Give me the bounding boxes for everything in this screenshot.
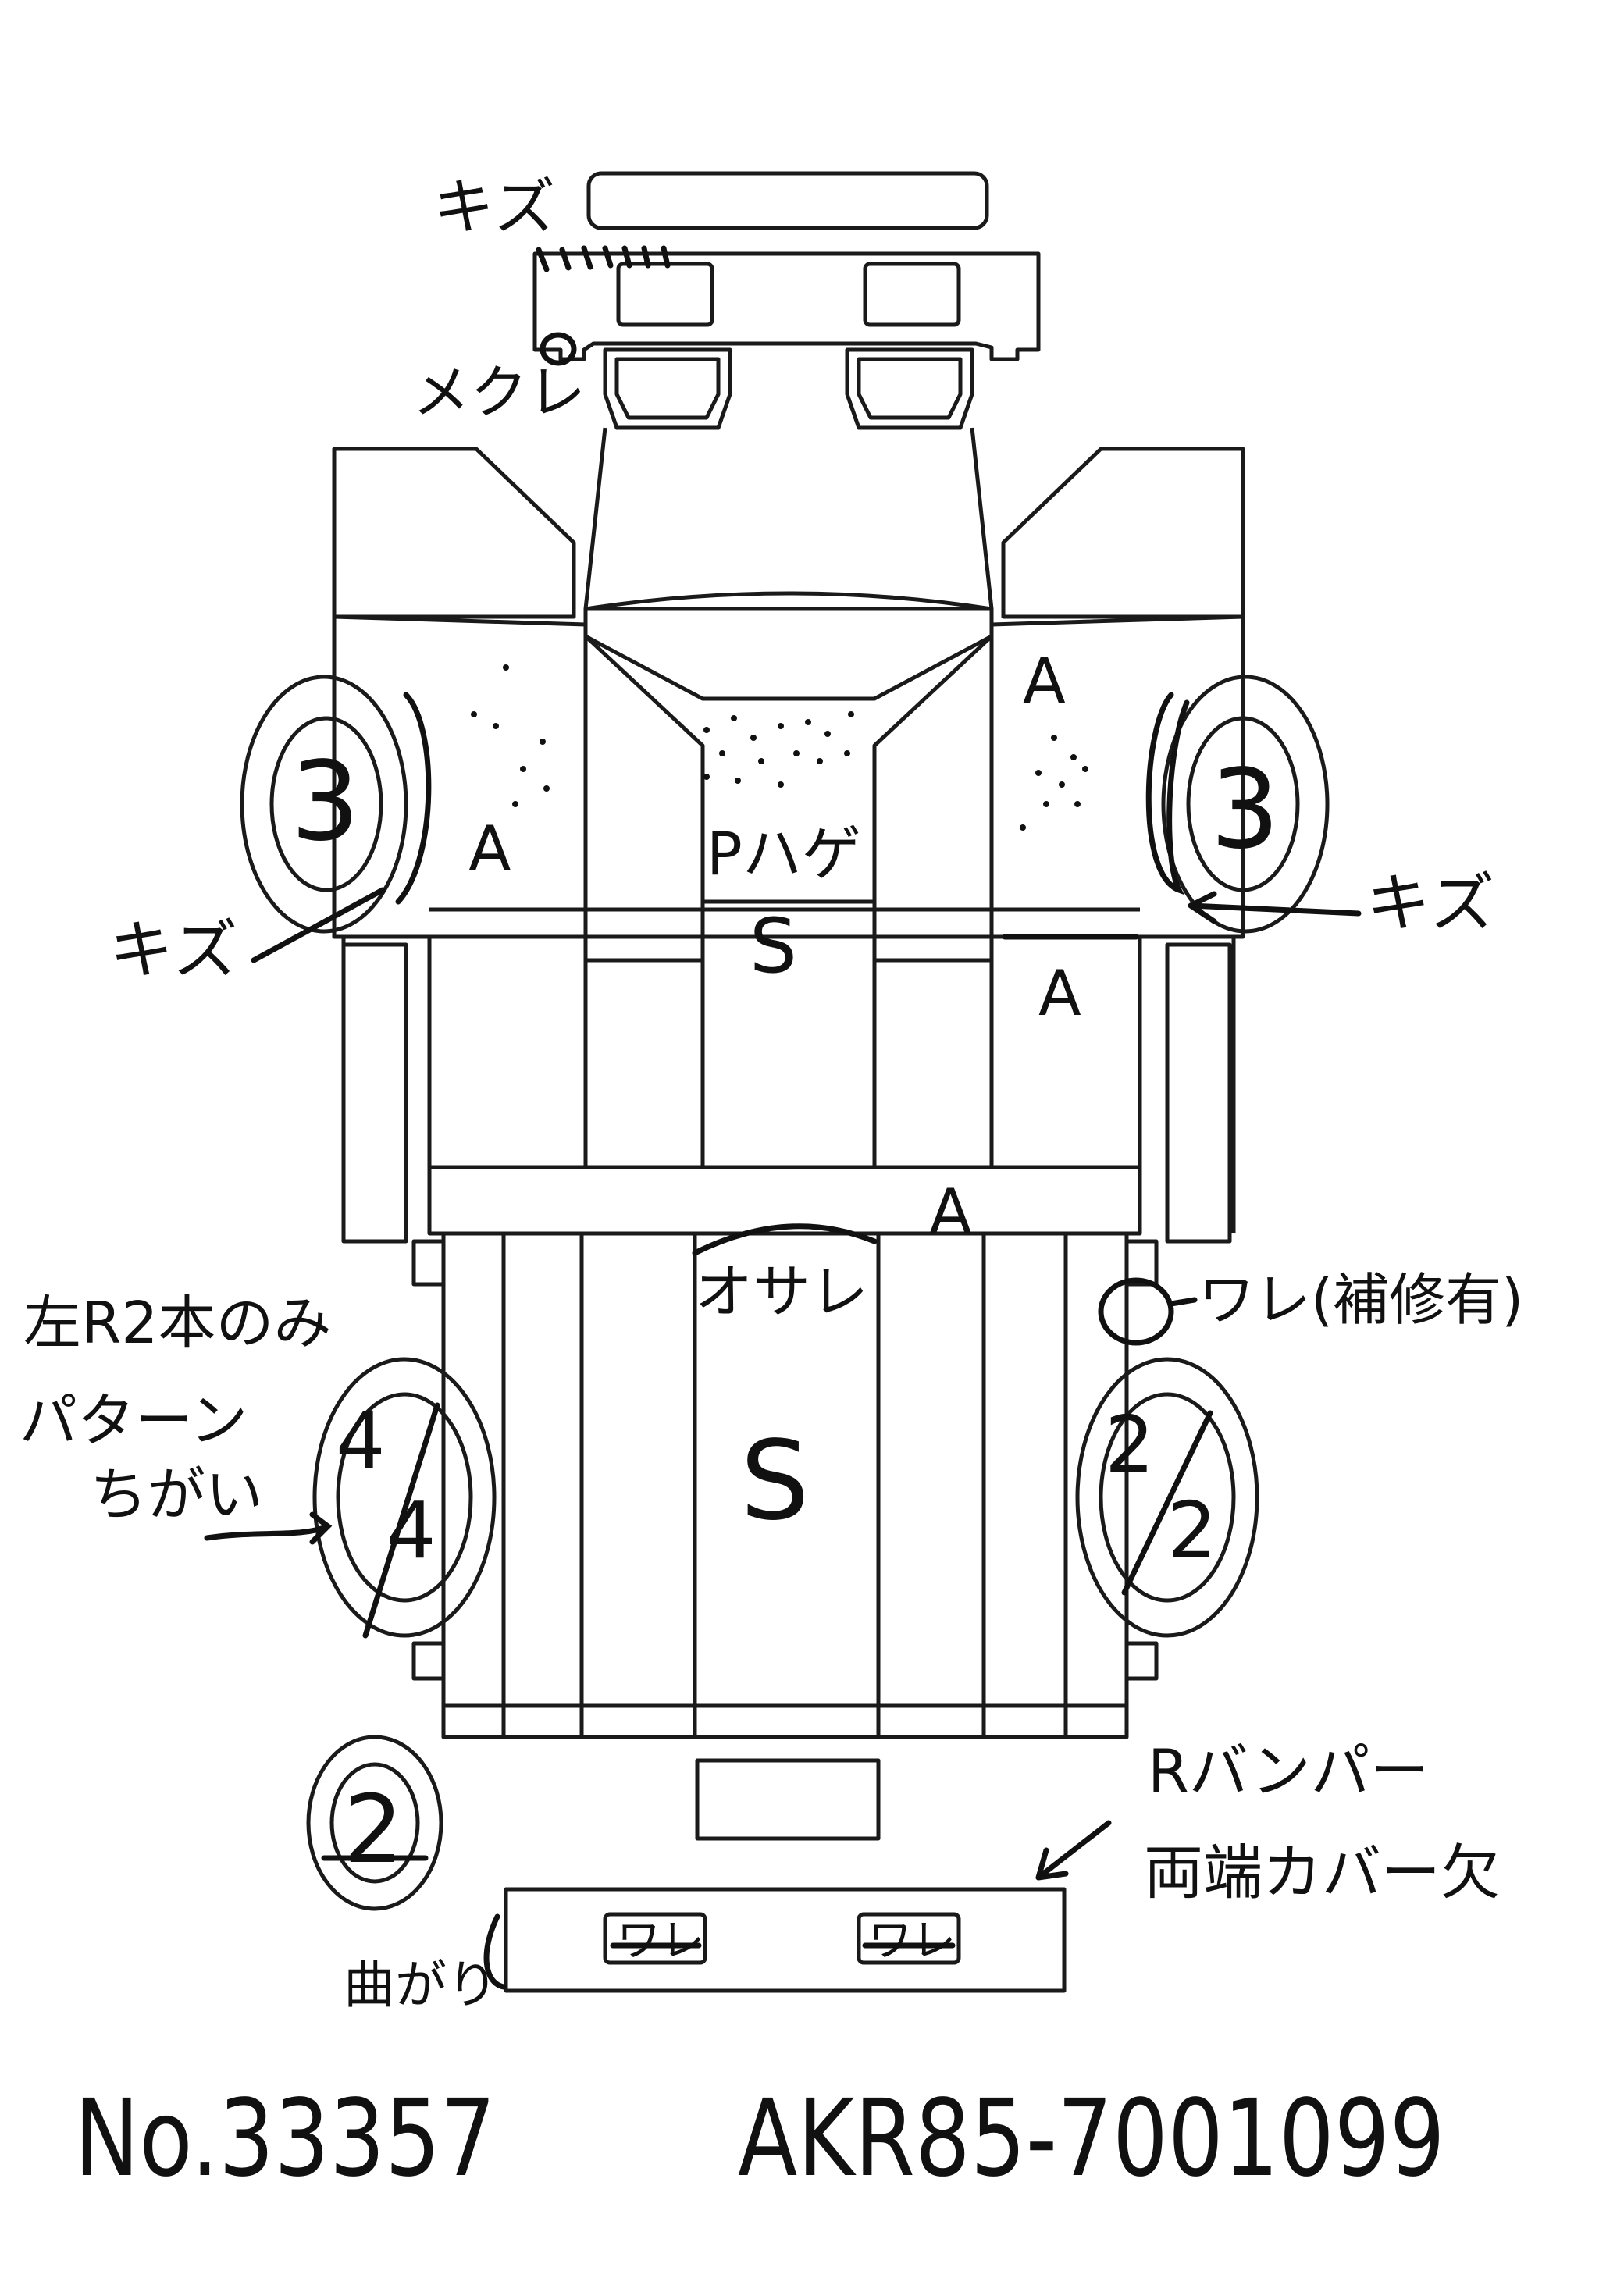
label-left-rear-note-1: 左R2本のみ — [23, 1290, 332, 1357]
cab-hood — [583, 427, 994, 611]
rear-lamp-right — [857, 1912, 961, 1965]
label-grade-a-right-panel: A — [1038, 957, 1081, 1030]
rear-bumper — [504, 1887, 1067, 1993]
wheel-spare — [306, 1735, 443, 1911]
vehicle-number: No.33357 — [74, 2077, 496, 2201]
fender-left — [332, 447, 576, 619]
label-grade-a-right-sill: A — [929, 1176, 972, 1248]
wheel-front-left — [240, 675, 408, 934]
tire-ratings: 3 3 4 4 2 2 2 — [290, 739, 1280, 1885]
cab-body — [332, 614, 1245, 1169]
tire-rear-right-rating-top: 2 — [1105, 1399, 1155, 1490]
wheels — [240, 675, 1330, 1911]
label-rear-bumper-note-2: 両端カバー欠 — [1144, 1838, 1500, 1907]
fender-right — [1001, 447, 1245, 619]
tire-rear-right-rating-bottom: 2 — [1167, 1485, 1217, 1576]
front-lamp-right — [863, 262, 961, 327]
front-grille — [532, 251, 1041, 361]
label-grade-s-cab: S — [750, 902, 797, 990]
cargo-bed — [441, 1231, 1129, 1739]
label-crack-repaired: ワレ(補修有) — [1198, 1267, 1523, 1333]
scratch-dots — [471, 664, 1088, 831]
label-dent: オサレ — [695, 1258, 868, 1326]
label-scratch-grille: キズ — [433, 173, 555, 243]
label-scratch-left-front: キズ — [109, 913, 237, 988]
wheel-rear-right — [1075, 1357, 1259, 1638]
label-bent: 曲がり — [344, 1955, 498, 2015]
rear-lamp-left — [603, 1912, 707, 1965]
label-left-rear-note-3: ちがい — [90, 1461, 263, 1529]
headlight-left-inner — [614, 357, 721, 420]
crack-circle — [1098, 1277, 1174, 1346]
label-crack-left-lamp: ワレ — [617, 1916, 704, 1967]
wheel-front-right — [1161, 675, 1330, 934]
rear-hitch — [695, 1758, 881, 1841]
headlight-right — [845, 347, 974, 430]
label-left-rear-note-2: パターン — [20, 1387, 248, 1454]
side-step-left — [341, 942, 408, 1244]
tire-front-left-rating: 3 — [290, 739, 360, 866]
annotation-labels: キズ メクレ キズ キズ A A A A Pハゲ S S オサレ ワレ(補修有)… — [20, 173, 1523, 2015]
label-rear-bumper-note-1: Rバンパー — [1148, 1736, 1430, 1806]
headlight-left — [603, 347, 732, 430]
tire-spare-rating: 2 — [344, 1776, 403, 1885]
tire-front-right-rating: 3 — [1210, 746, 1280, 874]
wheel-rear-left — [312, 1357, 497, 1638]
label-grade-s-bed: S — [740, 1418, 810, 1545]
label-crack-right-lamp: ワレ — [868, 1916, 956, 1967]
label-peel-top: メクレ — [412, 359, 586, 426]
tire-rear-left-rating-top: 4 — [336, 1395, 386, 1486]
hand-marks — [204, 245, 1362, 1990]
truck-outline — [332, 171, 1245, 1993]
label-grade-a-right-door: A — [1023, 645, 1066, 717]
label-paint-peel: Pハゲ — [707, 819, 861, 888]
windshield — [583, 591, 994, 701]
label-grade-a-left-door: A — [468, 813, 511, 885]
headlight-right-inner — [857, 357, 963, 420]
side-step-right — [1165, 942, 1232, 1244]
chassis-number: AKR85-7001099 — [738, 2077, 1445, 2201]
cab-back-rail — [427, 1165, 1142, 1236]
label-scratch-right-front: キズ — [1366, 867, 1494, 941]
front-lamp-left — [616, 262, 714, 327]
tire-rear-left-rating-bottom: 4 — [386, 1485, 436, 1576]
front-bumper — [586, 171, 989, 230]
